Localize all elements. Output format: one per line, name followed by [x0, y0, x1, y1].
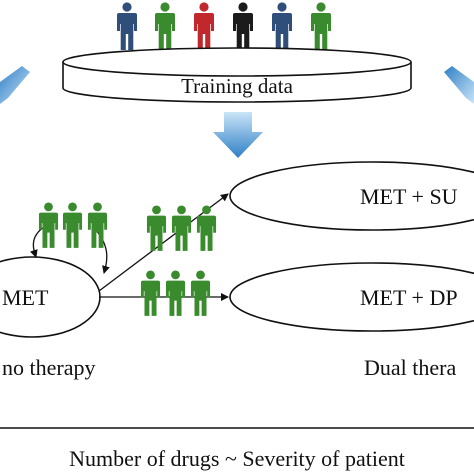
footer-caption: Number of drugs ~ Severity of patient [69, 446, 405, 471]
patient-icon [140, 270, 161, 316]
patient-icon [190, 270, 211, 316]
patient-icon [146, 205, 167, 251]
met-self-loop-arrow-head-right [102, 265, 110, 274]
training-data-group: Training data [62, 2, 412, 103]
patient-icon [87, 202, 108, 248]
patient-icon [171, 205, 192, 251]
left-side-arrow [0, 66, 30, 104]
met-label: MET [2, 285, 49, 310]
patient-icon [165, 270, 186, 316]
training-people [117, 2, 331, 50]
dp-patient-group [140, 270, 211, 316]
mono-therapy-label: no therapy [2, 355, 95, 380]
training-person-icon [311, 2, 331, 50]
dual-therapy-label: Dual thera [364, 355, 456, 380]
met-dp-label: MET + DP [360, 285, 458, 310]
training-data-disk-top [62, 47, 412, 77]
met-su-node [229, 161, 474, 231]
training-person-icon [155, 2, 175, 50]
patient-icon [38, 202, 59, 248]
met-su-label: MET + SU [360, 184, 458, 209]
mono-patient-group [38, 202, 108, 248]
down-arrow [213, 112, 263, 158]
patient-icon [196, 205, 217, 251]
patient-icon [62, 202, 83, 248]
training-person-icon [233, 2, 253, 50]
training-person-icon [272, 2, 292, 50]
training-person-icon [194, 2, 214, 50]
met-dp-node [229, 262, 474, 332]
met-self-loop-arrow-head-left [29, 249, 38, 258]
training-data-label: Training data [181, 74, 293, 98]
right-side-arrow [444, 66, 474, 104]
su-patient-group [146, 205, 217, 251]
training-person-icon [117, 2, 137, 50]
